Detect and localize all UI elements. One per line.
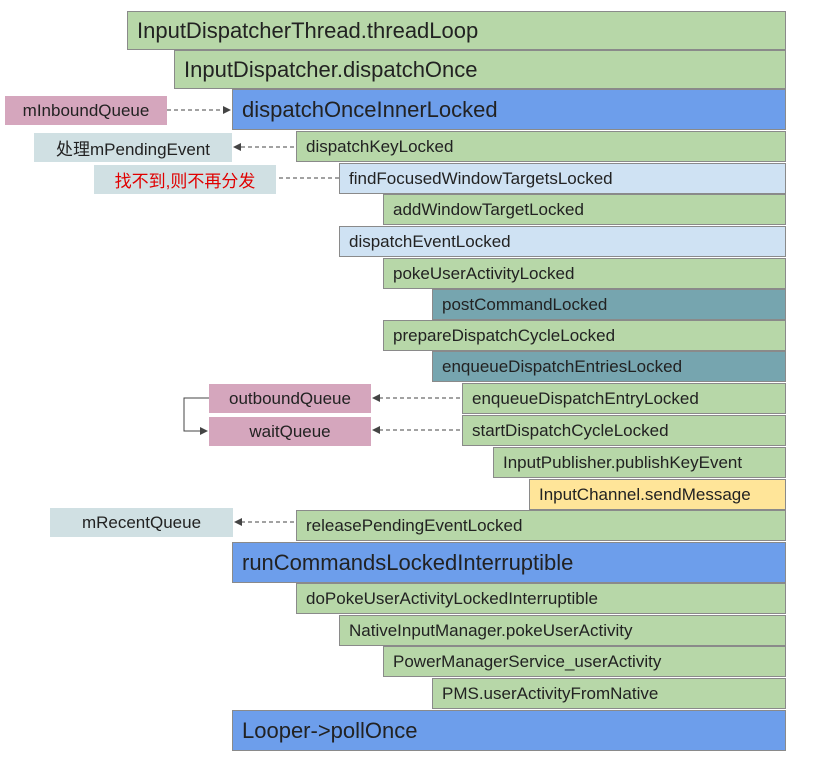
note-label: 找不到,则不再分发 bbox=[114, 172, 256, 191]
call-label: releasePendingEventLocked bbox=[306, 515, 523, 535]
call-box-find-focused-window-targets-locked: findFocusedWindowTargetsLocked bbox=[339, 163, 786, 194]
call-label: PMS.userActivityFromNative bbox=[442, 683, 659, 703]
arrow-outbound-to-wait bbox=[183, 397, 209, 435]
call-box-dispatch-once-inner-locked: dispatchOnceInnerLocked bbox=[232, 89, 786, 130]
call-box-input-publisher-publish-key-event: InputPublisher.publishKeyEvent bbox=[493, 447, 786, 478]
call-box-dispatch-event-locked: dispatchEventLocked bbox=[339, 226, 786, 257]
call-box-power-manager-service-user-activity: PowerManagerService_userActivity bbox=[383, 646, 786, 677]
call-label: prepareDispatchCycleLocked bbox=[393, 325, 616, 345]
call-box-run-commands-locked-interruptible: runCommandsLockedInterruptible bbox=[232, 542, 786, 583]
call-box-start-dispatch-cycle-locked: startDispatchCycleLocked bbox=[462, 415, 786, 446]
call-label: enqueueDispatchEntriesLocked bbox=[442, 356, 683, 376]
call-box-native-input-manager-poke-user-activity: NativeInputManager.pokeUserActivity bbox=[339, 615, 786, 646]
note-not-found-no-dispatch: 找不到,则不再分发 bbox=[94, 165, 276, 194]
call-box-prepare-dispatch-cycle-locked: prepareDispatchCycleLocked bbox=[383, 320, 786, 351]
note-label: waitQueue bbox=[249, 421, 331, 441]
call-box-dispatch-key-locked: dispatchKeyLocked bbox=[296, 131, 786, 162]
call-label: PowerManagerService_userActivity bbox=[393, 651, 662, 671]
call-box-post-command-locked: postCommandLocked bbox=[432, 289, 786, 320]
note-outbound-queue: outboundQueue bbox=[209, 384, 371, 413]
call-label: Looper->pollOnce bbox=[242, 717, 418, 743]
call-label: addWindowTargetLocked bbox=[393, 199, 584, 219]
call-label: startDispatchCycleLocked bbox=[472, 420, 669, 440]
call-box-thread-loop: InputDispatcherThread.threadLoop bbox=[127, 11, 786, 50]
note-label: outboundQueue bbox=[229, 388, 351, 408]
call-box-add-window-target-locked: addWindowTargetLocked bbox=[383, 194, 786, 225]
call-label: runCommandsLockedInterruptible bbox=[242, 549, 574, 575]
call-label: findFocusedWindowTargetsLocked bbox=[349, 168, 613, 188]
call-label: dispatchKeyLocked bbox=[306, 136, 454, 156]
call-box-do-poke-user-activity-locked-interruptible: doPokeUserActivityLockedInterruptible bbox=[296, 583, 786, 614]
call-box-poke-user-activity-locked: pokeUserActivityLocked bbox=[383, 258, 786, 289]
call-label: doPokeUserActivityLockedInterruptible bbox=[306, 588, 598, 608]
call-label: InputDispatcherThread.threadLoop bbox=[137, 17, 479, 43]
note-label: mInboundQueue bbox=[22, 100, 150, 120]
note-label: 处理mPendingEvent bbox=[55, 140, 211, 159]
call-box-enqueue-dispatch-entry-locked: enqueueDispatchEntryLocked bbox=[462, 383, 786, 414]
note-m-recent-queue: mRecentQueue bbox=[50, 508, 233, 537]
call-box-input-channel-send-message: InputChannel.sendMessage bbox=[529, 479, 786, 510]
call-label: InputPublisher.publishKeyEvent bbox=[503, 452, 743, 472]
call-box-enqueue-dispatch-entries-locked: enqueueDispatchEntriesLocked bbox=[432, 351, 786, 382]
note-m-inbound-queue: mInboundQueue bbox=[5, 96, 167, 125]
call-box-looper-poll-once: Looper->pollOnce bbox=[232, 710, 786, 751]
call-box-dispatch-once: InputDispatcher.dispatchOnce bbox=[174, 50, 786, 89]
call-label: InputChannel.sendMessage bbox=[539, 484, 751, 504]
call-label: enqueueDispatchEntryLocked bbox=[472, 388, 699, 408]
note-process-pending-event: 处理mPendingEvent bbox=[34, 133, 232, 162]
note-wait-queue: waitQueue bbox=[209, 417, 371, 446]
call-label: postCommandLocked bbox=[442, 294, 608, 314]
note-label: mRecentQueue bbox=[81, 512, 202, 532]
call-label: pokeUserActivityLocked bbox=[393, 263, 575, 283]
call-label: NativeInputManager.pokeUserActivity bbox=[349, 620, 633, 640]
call-box-pms-user-activity-from-native: PMS.userActivityFromNative bbox=[432, 678, 786, 709]
call-label: dispatchEventLocked bbox=[349, 231, 511, 251]
call-label: dispatchOnceInnerLocked bbox=[242, 96, 498, 122]
call-label: InputDispatcher.dispatchOnce bbox=[184, 56, 478, 82]
call-box-release-pending-event-locked: releasePendingEventLocked bbox=[296, 510, 786, 541]
